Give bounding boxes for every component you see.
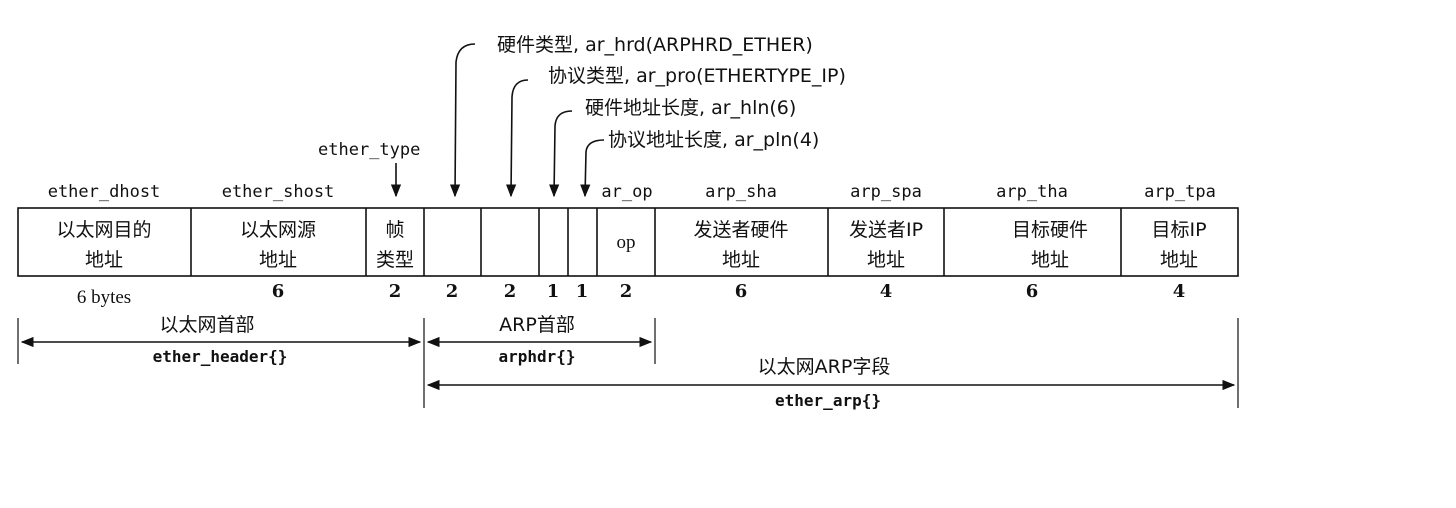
annotation-hln: 硬件地址长度, ar_hln(6) [585, 97, 796, 119]
label-ether-dhost: ether_dhost [48, 182, 161, 202]
label-arp-spa: arp_spa [850, 182, 922, 202]
label-arp-tpa: arp_tpa [1144, 182, 1216, 202]
svg-text:地址: 地址 [1160, 249, 1198, 271]
label-arp-sha: arp_sha [705, 182, 777, 202]
cell-shost: 以太网源 地址 [240, 219, 316, 271]
svg-text:发送者IP: 发送者IP [849, 219, 923, 241]
svg-text:以太网目的: 以太网目的 [56, 219, 151, 241]
annotation-hrd: 硬件类型, ar_hrd(ARPHRD_ETHER) [497, 34, 813, 56]
callout-hln-line [549, 110, 573, 198]
span-ether-header: 以太网首部 ether_header{} [17, 314, 422, 366]
size-hrd: 2 [446, 281, 459, 302]
cell-tpa: 目标IP 地址 [1151, 219, 1206, 271]
callout-pln-line [580, 139, 605, 198]
svg-text:地址: 地址 [85, 249, 123, 271]
svg-text:地址: 地址 [867, 249, 905, 271]
label-ar-op: ar_op [601, 182, 652, 202]
svg-text:类型: 类型 [376, 249, 414, 271]
size-pro: 2 [504, 281, 517, 302]
packet-row-frame [17, 207, 1239, 277]
cell-frame-type: 帧 类型 [376, 219, 414, 271]
size-dhost: 6 bytes [77, 287, 131, 308]
svg-text:地址: 地址 [722, 249, 760, 271]
packet-row-dividers [190, 208, 1122, 276]
svg-text:地址: 地址 [1031, 249, 1069, 271]
size-op: 2 [620, 281, 633, 302]
size-shost: 6 [272, 281, 285, 302]
size-tpa: 4 [1173, 281, 1186, 302]
size-hln: 1 [547, 281, 560, 302]
size-type: 2 [389, 281, 402, 302]
svg-text:以太网首部: 以太网首部 [159, 314, 254, 336]
span-ether-arp: 以太网ARP字段 ether_arp{} [426, 318, 1239, 410]
cell-dhost: 以太网目的 地址 [56, 219, 151, 271]
size-pln: 1 [576, 281, 589, 302]
svg-text:帧: 帧 [385, 219, 404, 241]
size-sha: 6 [735, 281, 748, 302]
svg-text:地址: 地址 [259, 249, 297, 271]
cell-sha: 发送者硬件 地址 [693, 219, 788, 271]
svg-text:ether_header{}: ether_header{} [153, 347, 288, 366]
size-spa: 4 [880, 281, 893, 302]
svg-text:以太网ARP字段: 以太网ARP字段 [758, 356, 891, 378]
callout-hrd-line [449, 43, 476, 198]
svg-text:发送者硬件: 发送者硬件 [693, 219, 788, 241]
svg-text:目标IP: 目标IP [1151, 219, 1206, 241]
size-tha: 6 [1026, 281, 1039, 302]
cell-spa: 发送者IP 地址 [849, 219, 923, 271]
label-ether-shost: ether_shost [222, 182, 335, 202]
cell-op: op [617, 232, 636, 253]
svg-text:ARP首部: ARP首部 [499, 314, 575, 336]
svg-text:arphdr{}: arphdr{} [498, 347, 575, 366]
annotation-ether-type: ether_type [318, 140, 420, 160]
svg-text:目标硬件: 目标硬件 [1012, 219, 1088, 241]
svg-text:以太网源: 以太网源 [240, 219, 316, 241]
svg-text:ether_arp{}: ether_arp{} [775, 391, 881, 410]
cell-tha: 目标硬件 地址 [1012, 219, 1088, 271]
annotation-pro: 协议类型, ar_pro(ETHERTYPE_IP) [548, 65, 846, 87]
callout-pro-line [505, 79, 529, 198]
annotation-pln: 协议地址长度, ar_pln(4) [608, 129, 819, 151]
svg-text:op: op [617, 232, 636, 253]
span-arphdr: ARP首部 arphdr{} [423, 314, 656, 408]
label-arp-tha: arp_tha [996, 182, 1068, 202]
